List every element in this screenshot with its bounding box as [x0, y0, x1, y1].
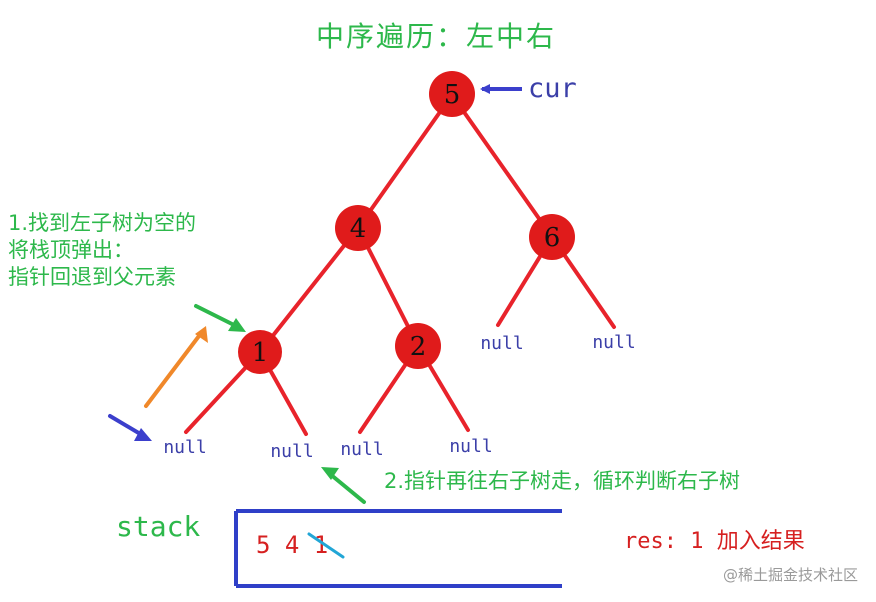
node-6: 6: [529, 214, 575, 260]
node-2-label: 2: [410, 332, 427, 362]
annotation-2: 2.指针再往右子树走，循环判断右子树: [384, 469, 740, 493]
edge-5-6: [450, 93, 554, 239]
result-text: res: 1 加入结果: [624, 529, 805, 554]
stack-values: 5 4 1: [256, 531, 328, 559]
stack-label: stack: [116, 510, 200, 543]
annotation-1-line-1: 1.找到左子树为空的: [8, 211, 196, 235]
node-6-label: 6: [544, 223, 561, 253]
node-4-label: 4: [350, 214, 367, 244]
annotation-1-line-3: 指针回退到父元素: [8, 265, 176, 289]
node-1: 1: [238, 330, 282, 374]
diagram-title: 中序遍历：左中右: [316, 20, 556, 53]
null-1-left: null: [163, 437, 206, 458]
node-4: 4: [335, 205, 381, 251]
node-2-circle: [395, 323, 441, 369]
null-6-left: null: [480, 333, 523, 354]
null-6-right: null: [592, 332, 635, 353]
node-4-circle: [335, 205, 381, 251]
stack-box: [234, 509, 562, 588]
annotation-1-line-2: 将栈顶弹出：: [8, 238, 134, 262]
tree-edges: [184, 93, 616, 436]
node-6-circle: [529, 214, 575, 260]
green-arrow-to-node-1-icon: [194, 304, 246, 332]
null-2-right: null: [449, 436, 492, 457]
orange-backtrack-arrow-icon: [144, 326, 208, 408]
watermark: @稀土掘金技术社区: [723, 566, 858, 584]
node-2: 2: [395, 323, 441, 369]
node-1-label: 1: [252, 338, 269, 368]
pop-strike-icon: [307, 532, 345, 559]
green-arrow-to-right-null-icon: [321, 467, 366, 504]
null-2-left: null: [340, 439, 383, 460]
node-5-label: 5: [444, 80, 461, 110]
edge-4-1: [258, 226, 360, 354]
edge-5-4: [356, 93, 454, 230]
annotation-1: 1.找到左子树为空的 将栈顶弹出： 指针回退到父元素: [8, 211, 196, 289]
node-1-circle: [238, 330, 282, 374]
node-5: 5: [429, 71, 475, 117]
node-5-circle: [429, 71, 475, 117]
blue-arrow-to-null-icon: [108, 414, 152, 441]
cur-label: cur: [528, 73, 577, 104]
null-1-right: null: [270, 441, 313, 462]
